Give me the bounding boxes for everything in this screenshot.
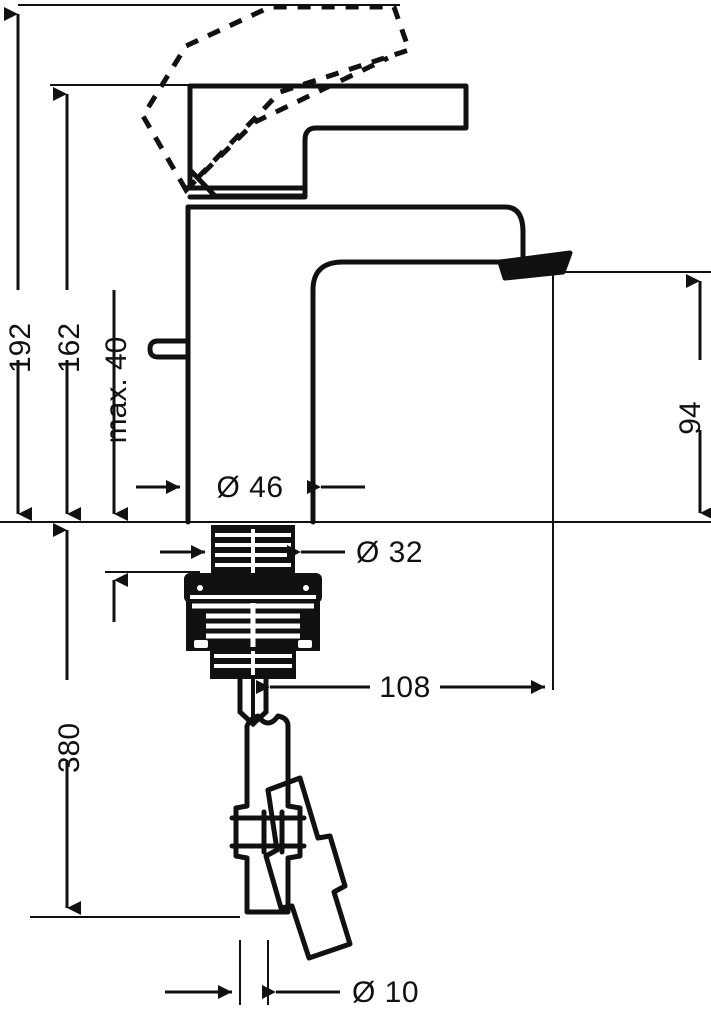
hose-front (263, 775, 353, 961)
dimension-label-d10: Ø 10 (352, 976, 419, 1009)
hose-connectors (229, 809, 307, 855)
dimension-label-d32: Ø 32 (356, 536, 423, 569)
hose-rear (233, 713, 303, 915)
dimension-label-108: 108 (379, 671, 431, 704)
dimension-label-192: 192 (4, 323, 37, 373)
lever-handle-underside (187, 167, 308, 199)
dimension-label-d46: Ø 46 (216, 471, 283, 504)
lever-raised-outline (140, 4, 413, 195)
body-and-spout (185, 204, 526, 265)
dimension-label-162: 162 (53, 323, 86, 373)
dimension-label-max40: max. 40 (100, 337, 133, 444)
shank-stub (237, 677, 269, 728)
body-side-tab (147, 338, 191, 360)
supply-hoses (229, 713, 353, 961)
lever-handle (187, 83, 469, 191)
dimension-label-380: 380 (53, 723, 86, 773)
aerator (497, 250, 573, 281)
faucet-body-outline (147, 83, 573, 525)
dimension-label-94: 94 (674, 401, 707, 434)
spout-inner (310, 259, 503, 525)
threaded-shank-assembly (184, 525, 322, 728)
extension-lines (0, 4, 711, 1005)
